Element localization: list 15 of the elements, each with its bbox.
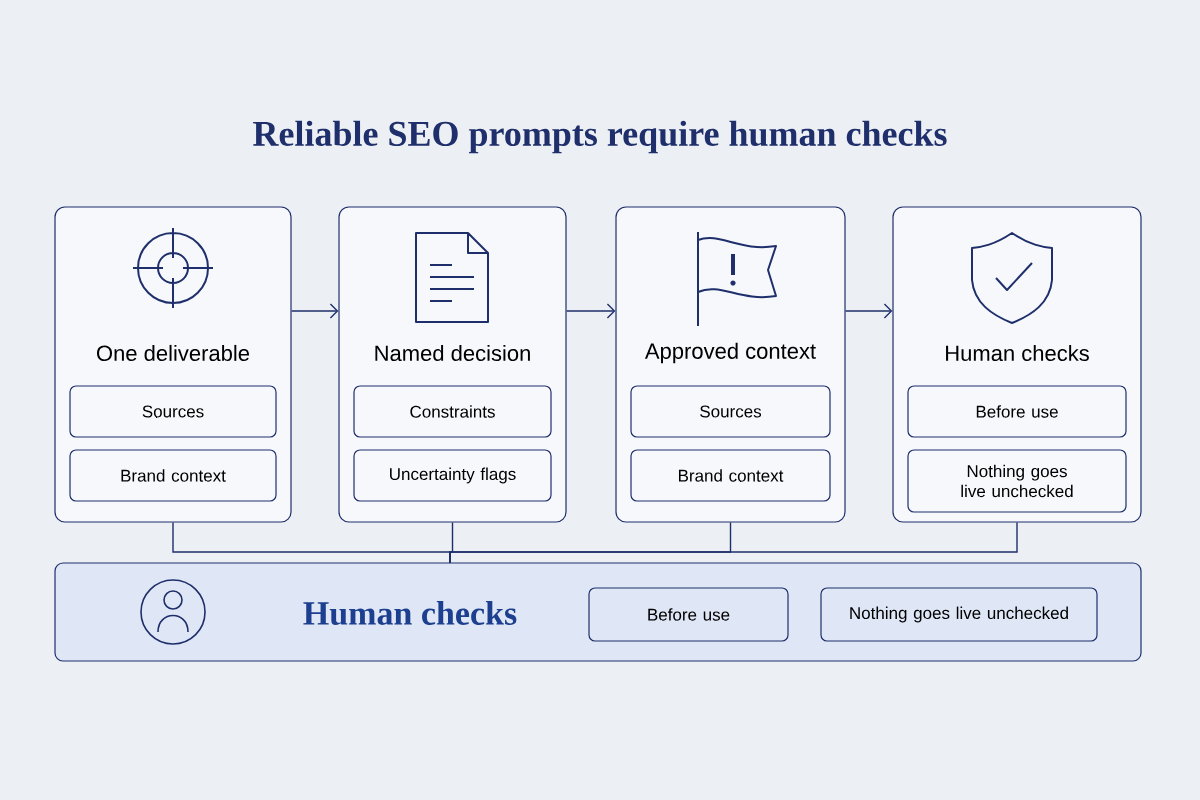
item-box: Before use [588,587,789,642]
item-box: Uncertainty flags [353,449,552,502]
title: Reliable SEO prompts require human checks [253,120,947,154]
item-box: Before use [907,385,1127,438]
item-box: Sources [69,385,277,438]
connector [449,521,1018,564]
connector [290,303,339,319]
item-box: Brand context [630,449,831,502]
item-box: Sources [630,385,831,438]
connector [565,303,616,319]
item-box: Nothing goes live unchecked [907,449,1127,513]
connector [844,303,893,319]
item-box: Nothing goes live unchecked [820,587,1098,642]
item-box: Brand context [69,449,277,502]
item-box: Constraints [353,385,552,438]
